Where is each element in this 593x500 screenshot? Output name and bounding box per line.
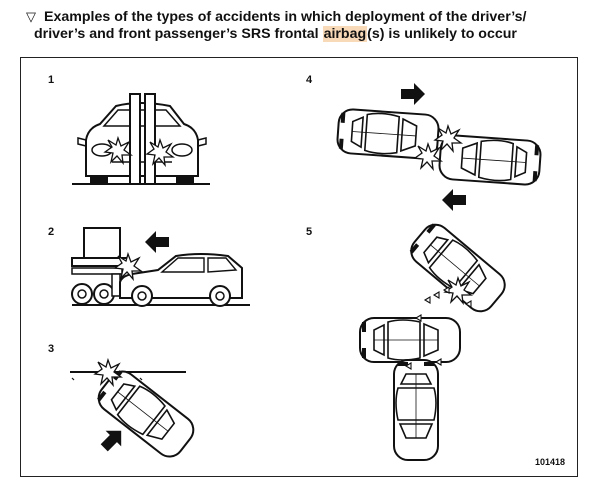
- figure-label-5: 5: [306, 226, 313, 238]
- scene-2-truck-underride: [71, 227, 250, 307]
- figure-label-4: 4: [306, 74, 313, 86]
- header-text-1: Examples of the types of accidents in wh…: [44, 9, 527, 25]
- highlighted-word: airbag: [322, 26, 368, 42]
- scene-5-rollover-sequence: [359, 218, 512, 461]
- section-header: ▽ Examples of the types of accidents in w…: [26, 8, 586, 43]
- triangle-icon: ▽: [26, 9, 36, 24]
- scene-3-angled-wall: [70, 359, 200, 464]
- header-text-2b: (s) is unlikely to occur: [367, 26, 517, 42]
- header-text-2a: driver’s and front passenger’s SRS front…: [34, 26, 323, 42]
- header-line-2: driver’s and front passenger’s SRS front…: [26, 26, 586, 43]
- figure-code: 101418: [535, 457, 566, 467]
- figure-label-2: 2: [48, 226, 55, 238]
- illustration-frame: [20, 57, 578, 477]
- header-line-1: ▽ Examples of the types of accidents in w…: [26, 8, 586, 26]
- scene-4-offset-collision: [335, 83, 543, 211]
- figure-label-3: 3: [48, 343, 55, 355]
- scene-1-pole-impact: [72, 93, 210, 185]
- figure-label-1: 1: [48, 74, 55, 86]
